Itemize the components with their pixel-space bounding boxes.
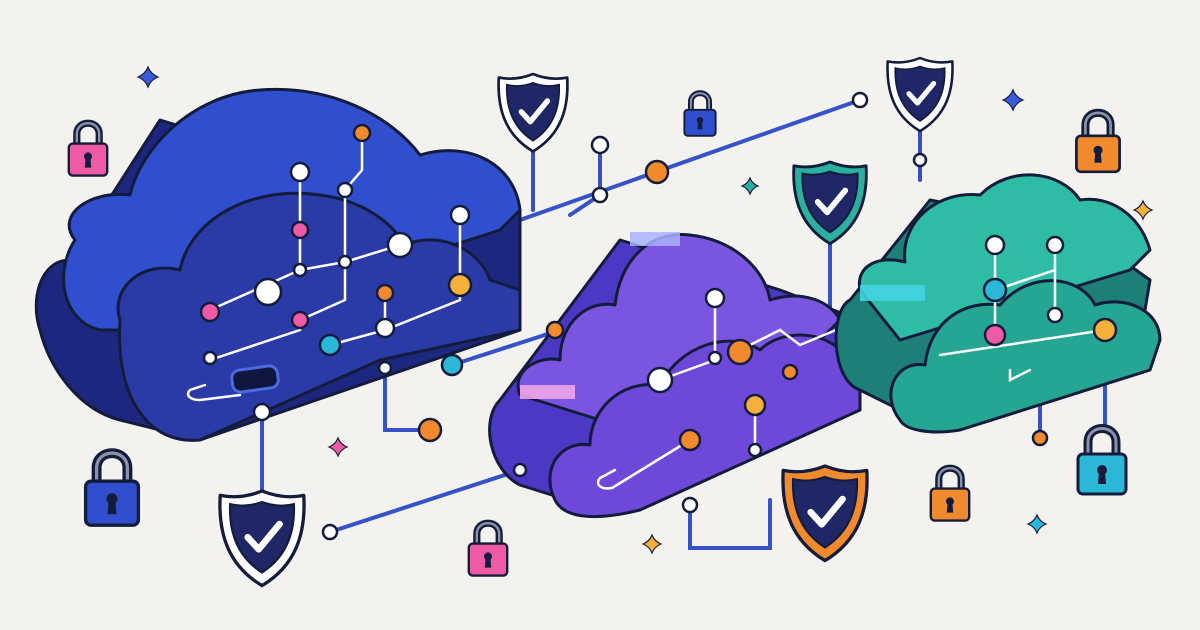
circuit-node	[321, 523, 339, 541]
circuit-node	[851, 91, 869, 109]
circuit-node	[590, 135, 610, 155]
circuit-node	[375, 283, 395, 303]
circuit-node	[984, 234, 1006, 256]
wire-blue-to-shield	[518, 98, 862, 222]
sparkle-icon	[740, 176, 760, 196]
shield-check-icon	[497, 72, 569, 153]
padlock-icon	[83, 448, 141, 527]
circuit-node	[290, 310, 310, 330]
sparkle-icon	[1132, 199, 1154, 221]
shield-check-icon	[781, 464, 869, 563]
padlock-icon	[67, 119, 109, 177]
circuit-node	[253, 277, 283, 307]
sparkle-icon	[136, 65, 160, 89]
circuit-node	[644, 159, 670, 185]
circuit-node	[545, 320, 565, 340]
circuit-node	[983, 323, 1007, 347]
wire-bottom-left	[328, 468, 522, 534]
padlock-icon	[683, 90, 717, 137]
circuit-node	[440, 353, 464, 377]
blue-cloud-slot	[230, 364, 280, 394]
circuit-node	[681, 496, 699, 514]
shield-check-icon	[218, 489, 306, 588]
padlock-icon	[929, 464, 971, 522]
purple-cloud	[488, 232, 862, 519]
sparkle-icon	[641, 533, 663, 555]
circuit-node	[1046, 306, 1064, 324]
circuit-node	[726, 338, 754, 366]
blue-cloud	[34, 87, 522, 442]
padlock-icon	[467, 519, 509, 577]
circuit-node	[678, 428, 702, 452]
circuit-node	[704, 287, 726, 309]
circuit-node	[199, 301, 221, 323]
circuit-node	[289, 161, 311, 183]
circuit-node	[646, 366, 674, 394]
wire-purple-drop	[688, 498, 772, 550]
circuit-node	[1031, 429, 1049, 447]
circuit-node	[1092, 317, 1118, 343]
circuit-node	[747, 442, 763, 458]
circuit-nodes	[199, 91, 1118, 541]
sparkle-icon	[1026, 513, 1048, 535]
sparkle-icon	[327, 436, 349, 458]
circuit-node	[290, 220, 310, 240]
teal-cloud	[834, 173, 1162, 434]
circuit-node	[377, 360, 393, 376]
circuit-node	[202, 350, 218, 366]
circuit-node	[447, 272, 473, 298]
wire-blue-to-purple	[383, 358, 432, 432]
circuit-node	[336, 181, 354, 199]
circuit-node	[781, 363, 799, 381]
circuit-node	[374, 317, 396, 339]
padlock-icon	[1075, 108, 1121, 174]
circuit-node	[337, 254, 353, 270]
purple-cloud-panel	[520, 232, 680, 399]
circuit-node	[512, 462, 528, 478]
circuit-node	[707, 350, 723, 366]
circuit-node	[982, 277, 1008, 303]
circuit-node	[318, 333, 342, 357]
circuit-node	[386, 231, 414, 259]
shield-check-icon	[886, 56, 954, 133]
sparkle-icon	[1001, 88, 1025, 112]
circuit-node	[743, 393, 767, 417]
padlock-icon	[1076, 424, 1128, 496]
shield-check-icon	[792, 160, 868, 246]
circuit-node	[417, 417, 443, 443]
circuit-node	[1045, 235, 1065, 255]
circuit-node	[252, 402, 272, 422]
circuit-node	[591, 186, 609, 204]
sparkles	[136, 65, 1154, 555]
wire-mid-dot	[450, 328, 562, 367]
circuit-node	[292, 262, 308, 278]
circuit-node	[449, 204, 471, 226]
shields	[218, 56, 954, 588]
circuit-node	[352, 123, 372, 143]
teal-cloud-panel	[860, 285, 925, 301]
circuit-node	[912, 152, 928, 168]
padlocks	[67, 90, 1128, 577]
